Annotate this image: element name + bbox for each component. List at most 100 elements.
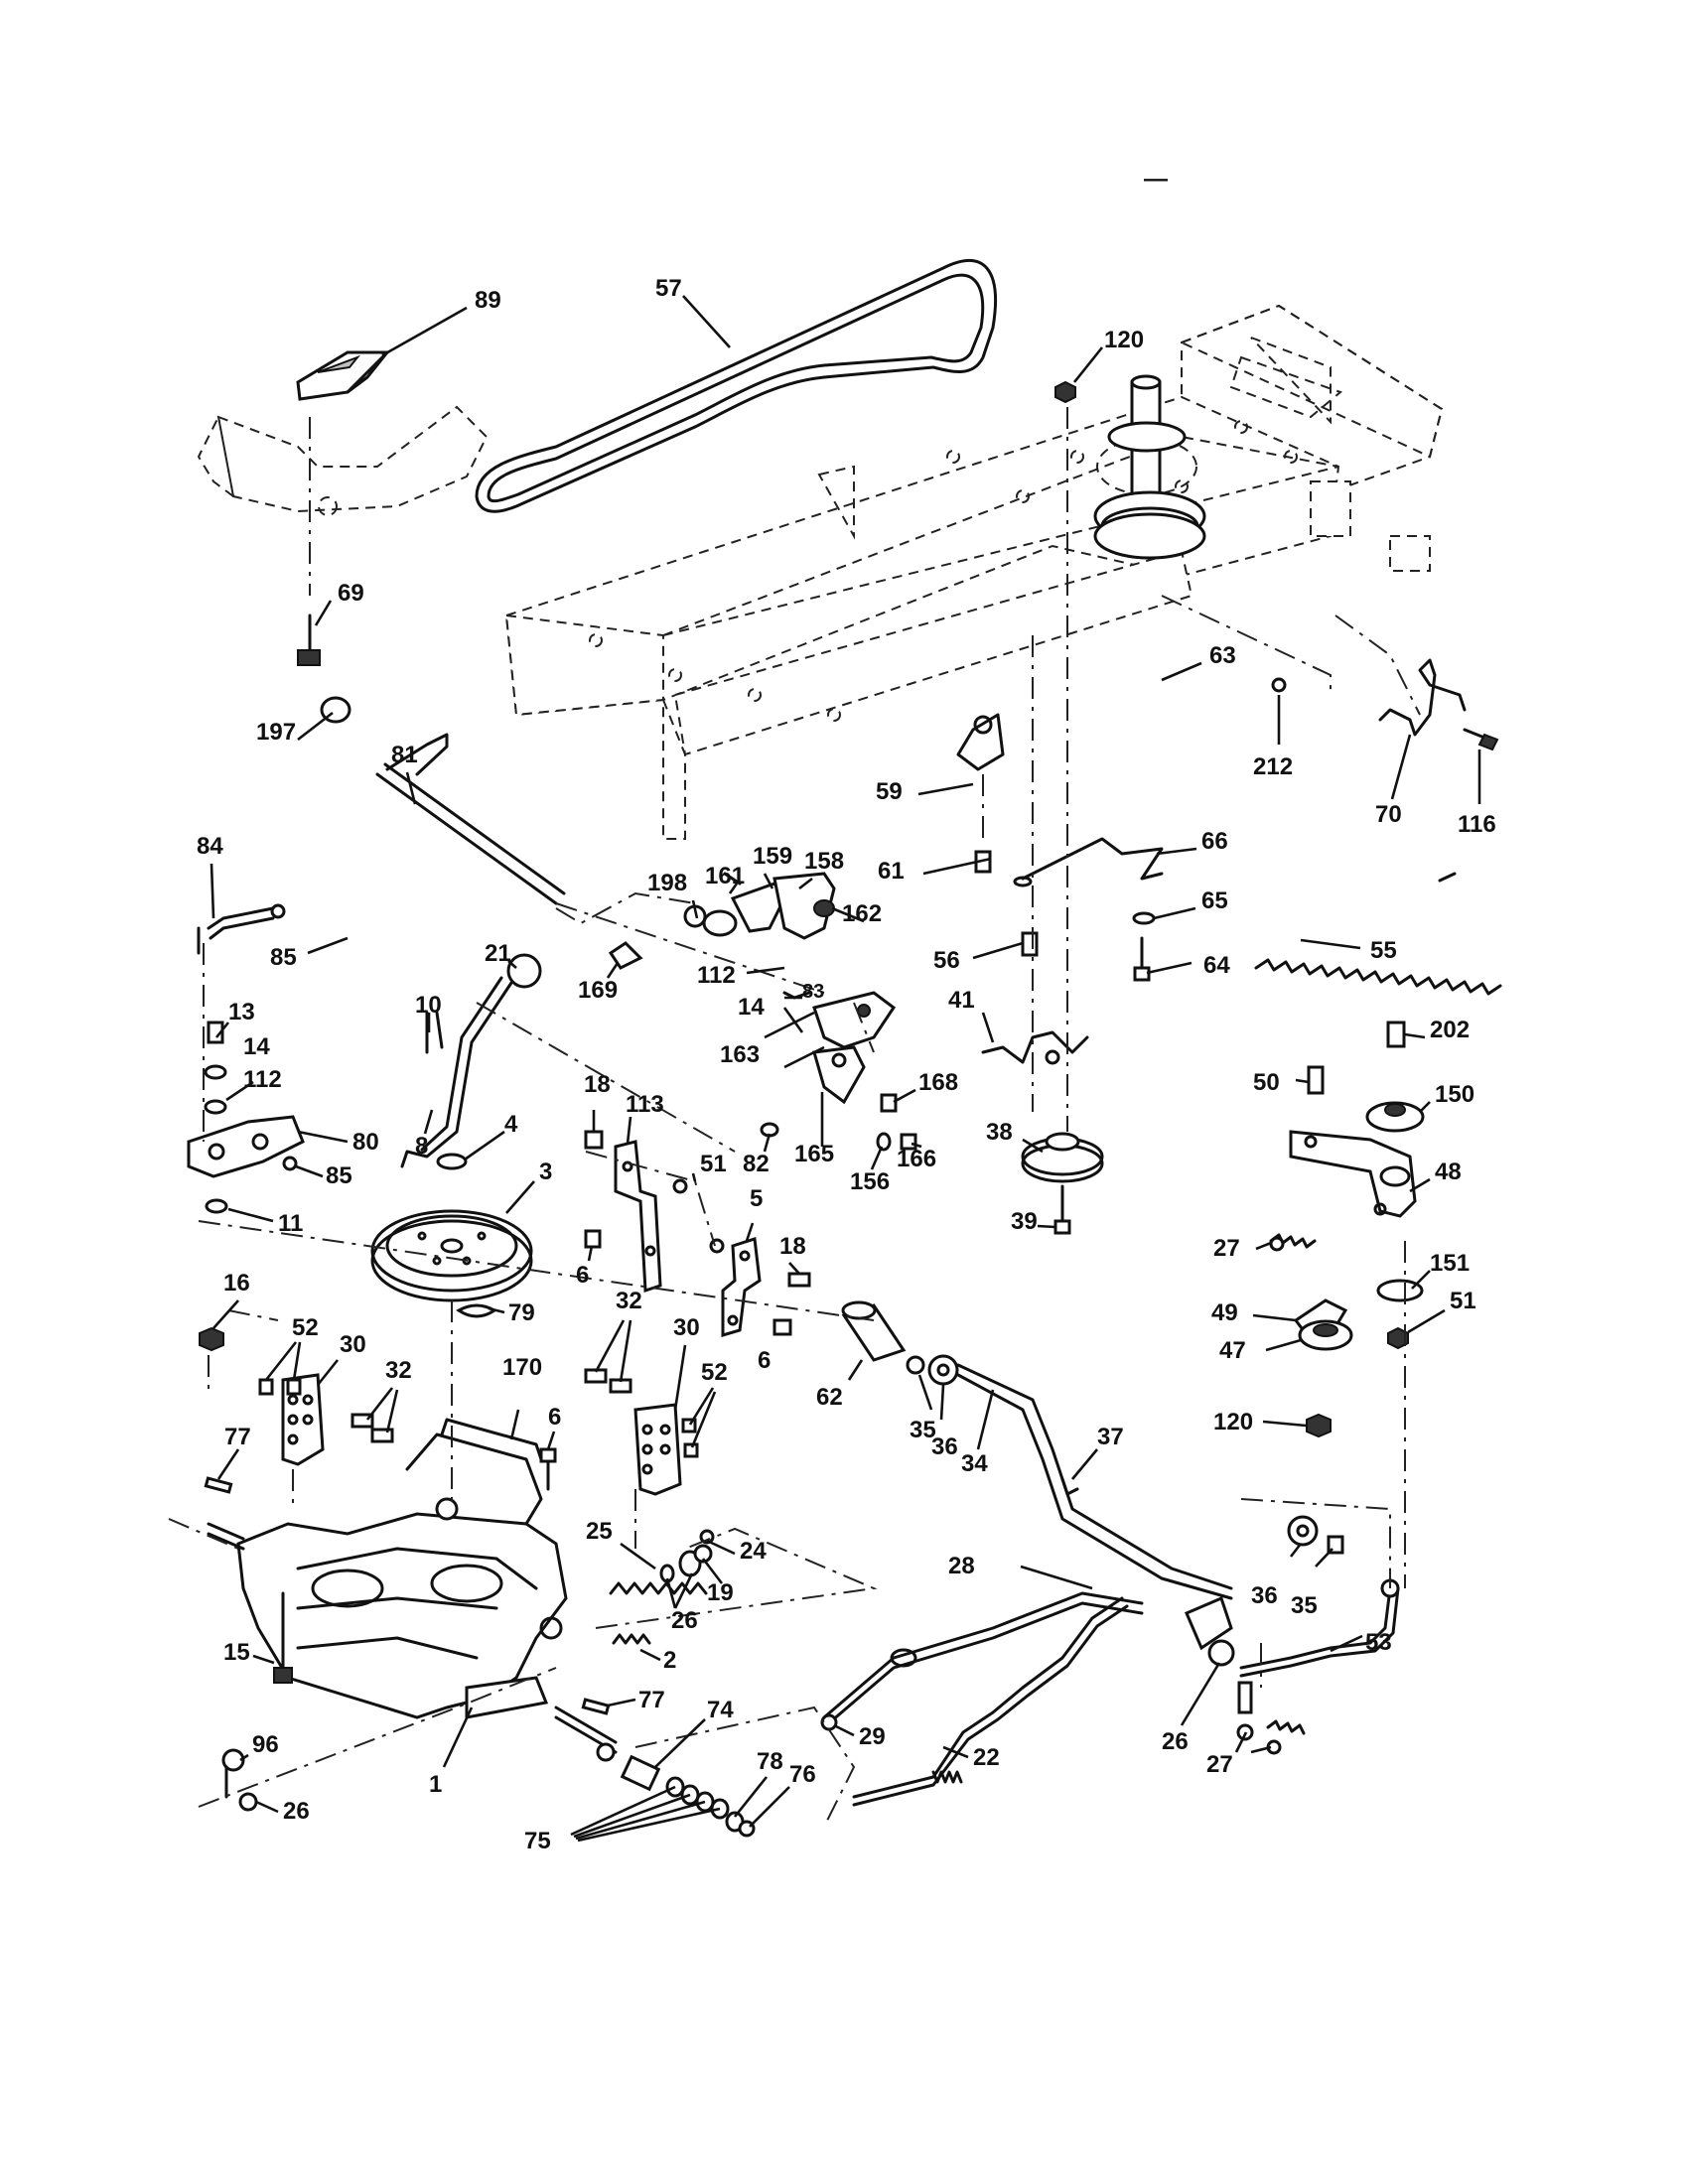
callout-161: 161 <box>705 863 745 889</box>
spring-bracket-70 <box>1378 658 1467 737</box>
callout-55: 55 <box>1370 937 1397 964</box>
callout-27: 27 <box>1206 1751 1233 1778</box>
callout-82: 82 <box>743 1151 770 1177</box>
callout-8: 8 <box>415 1133 428 1160</box>
callout-156: 156 <box>850 1168 890 1195</box>
assembly-lines <box>168 407 1421 1828</box>
bracket-113 <box>584 1130 662 1294</box>
hood-bracket <box>197 405 489 516</box>
callout-48: 48 <box>1435 1159 1462 1185</box>
callout-28: 28 <box>948 1553 975 1579</box>
clip-96 <box>221 1748 245 1799</box>
callout-166: 166 <box>897 1146 936 1172</box>
callout-77: 77 <box>638 1687 665 1713</box>
shift-lever-8 <box>400 953 542 1168</box>
idler-pulley-63 <box>1093 374 1206 560</box>
callout-64: 64 <box>1203 952 1230 979</box>
callout-70: 70 <box>1375 801 1402 828</box>
callout-89: 89 <box>475 287 501 314</box>
belt-guide-41 <box>981 1030 1089 1065</box>
callout-112: 112 <box>697 962 736 989</box>
callout-78: 78 <box>757 1748 783 1775</box>
callout-84: 84 <box>197 833 223 860</box>
callout-85: 85 <box>326 1162 352 1189</box>
spring-2 <box>612 1633 651 1645</box>
callouts: 57 89 120 69 63 212 70 116 197 81 59 66 … <box>197 275 1496 1854</box>
callout-30: 30 <box>340 1331 366 1358</box>
callout-165: 165 <box>794 1141 834 1167</box>
callout-6: 6 <box>548 1404 561 1431</box>
callout-113: 113 <box>626 1091 664 1118</box>
callout-5: 5 <box>750 1185 763 1212</box>
callout-1: 1 <box>429 1771 442 1798</box>
spring-group-25 <box>609 1529 715 1595</box>
bolt-6a <box>584 1229 602 1249</box>
callout-85: 85 <box>270 944 297 971</box>
nut-16 <box>199 1326 224 1352</box>
callout-47: 47 <box>1219 1337 1246 1364</box>
washer-65 <box>1132 911 1156 925</box>
callout-74: 74 <box>707 1697 734 1723</box>
retainer-4 <box>436 1153 468 1170</box>
callout-168: 168 <box>918 1069 958 1096</box>
callout-81: 81 <box>391 742 418 768</box>
callout-39: 39 <box>1011 1208 1038 1235</box>
callout-96: 96 <box>252 1731 279 1758</box>
washer-156 <box>876 1132 892 1152</box>
callout-66: 66 <box>1201 828 1228 855</box>
callout-32: 32 <box>616 1288 642 1314</box>
nut-51-upper <box>672 1178 725 1254</box>
callout-77: 77 <box>224 1424 251 1450</box>
clip-59 <box>956 713 1005 771</box>
bellcrank-assembly <box>683 872 836 940</box>
callout-34: 34 <box>961 1450 988 1477</box>
callout-120: 120 <box>1104 327 1144 353</box>
callout-35: 35 <box>910 1417 936 1443</box>
bracket-5 <box>721 1237 762 1338</box>
callout-197: 197 <box>256 719 296 746</box>
rod-170 <box>405 1418 543 1531</box>
callout-76: 76 <box>789 1761 816 1788</box>
leader-lines <box>210 295 1481 1843</box>
callout-21: 21 <box>485 940 511 967</box>
callout-50: 50 <box>1253 1069 1280 1096</box>
mount-bracket-30-left <box>258 1373 394 1466</box>
callout-6: 6 <box>758 1347 771 1374</box>
callout-59: 59 <box>876 778 903 805</box>
callout-52: 52 <box>701 1359 728 1386</box>
corner-dash-mark: — <box>1144 166 1168 193</box>
key-77-left <box>204 1476 233 1494</box>
callout-52: 52 <box>292 1314 319 1341</box>
callout-3: 3 <box>539 1159 552 1185</box>
callout-80: 80 <box>352 1129 379 1156</box>
key-77-right <box>581 1698 611 1715</box>
guide-66 <box>1013 837 1164 887</box>
callout-6: 6 <box>576 1262 589 1289</box>
callout-62: 62 <box>816 1384 843 1411</box>
callout-27: 27 <box>1213 1235 1240 1262</box>
clip-169 <box>608 941 643 970</box>
callout-36: 36 <box>1251 1582 1278 1609</box>
bolt-64 <box>1133 936 1151 982</box>
right-bottom-hardware <box>1185 1515 1400 1755</box>
bolt-116 <box>1463 728 1499 751</box>
bolt-56 <box>1021 931 1039 957</box>
callout-150: 150 <box>1435 1081 1474 1108</box>
callout-10: 10 <box>415 992 442 1019</box>
callout-53: 53 <box>1365 1629 1392 1656</box>
callout-38: 38 <box>986 1119 1013 1146</box>
bolt-69 <box>297 614 321 666</box>
callout-29: 29 <box>859 1723 886 1750</box>
shift-rod-81 <box>320 696 566 905</box>
callout-16: 16 <box>223 1270 250 1297</box>
pedal-bracket-80 <box>187 1021 305 1214</box>
callout-2: 2 <box>663 1647 676 1674</box>
callout-11: 11 <box>278 1210 303 1237</box>
callout-63: 63 <box>1209 642 1236 669</box>
transmission-pulley-3 <box>370 1209 533 1302</box>
callout-57: 57 <box>655 275 682 302</box>
spacer-62 <box>841 1300 907 1362</box>
callout-51: 51 <box>1450 1288 1476 1314</box>
callout-202: 202 <box>1430 1017 1470 1043</box>
callout-198: 198 <box>647 870 687 896</box>
